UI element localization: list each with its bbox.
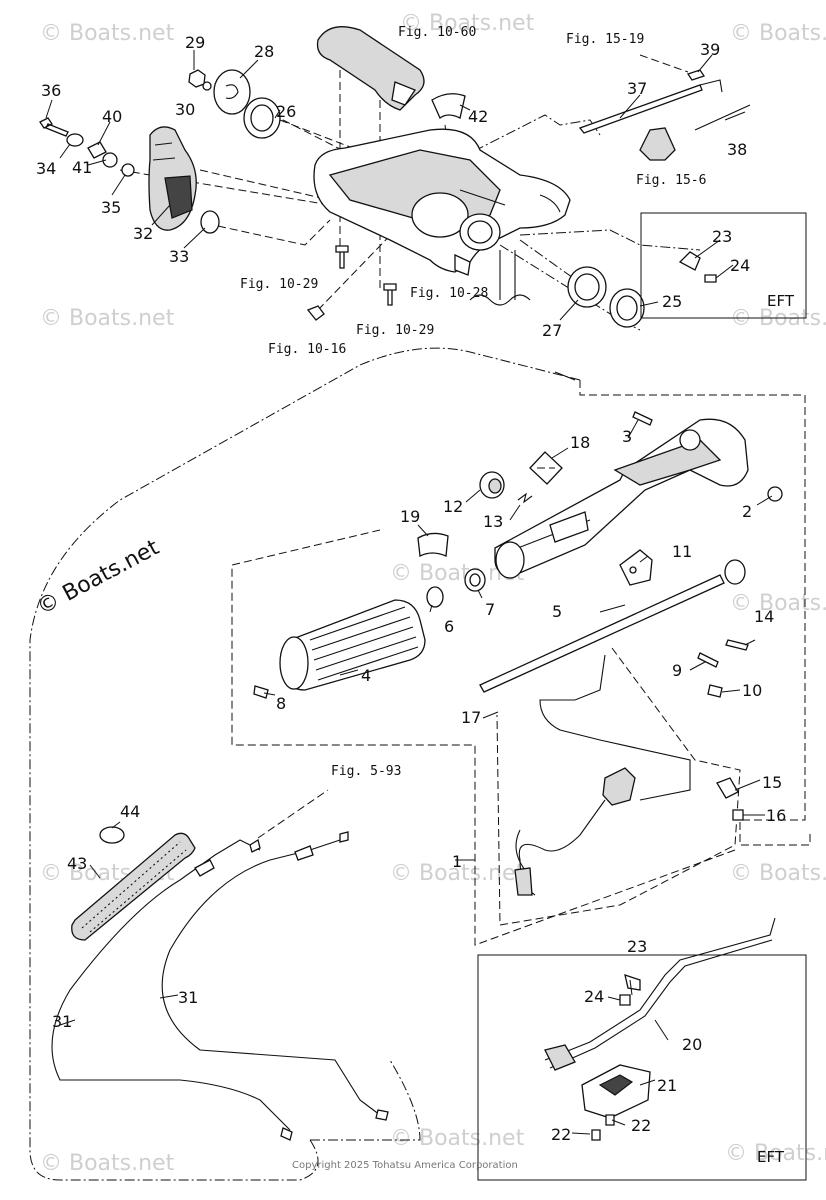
part-number-31: 31 [52, 1012, 72, 1031]
part-number-23: 23 [627, 937, 647, 956]
part-number-18: 18 [570, 433, 590, 452]
tiller-handle-assembly [29, 347, 811, 1181]
bracket-assembly [39, 26, 751, 331]
watermark: © Boats.net [40, 1151, 175, 1176]
fig-ref-10-29: Fig. 10-29 [240, 277, 318, 292]
fig-ref-10-29: Fig. 10-29 [356, 323, 434, 338]
part-number-23: 23 [712, 227, 732, 246]
part-number-29: 29 [185, 33, 205, 52]
part-number-35: 35 [101, 198, 121, 217]
part-number-32: 32 [133, 224, 153, 243]
cable-assembly [51, 789, 389, 1141]
part-number-34: 34 [36, 159, 56, 178]
part-number-1: 1 [452, 852, 462, 871]
part-number-24: 24 [584, 987, 604, 1006]
part-number-8: 8 [276, 694, 286, 713]
copyright: Copyright 2025 Tohatsu America Corporati… [292, 1160, 518, 1171]
part-number-25: 25 [662, 292, 682, 311]
part-number-12: 12 [443, 497, 463, 516]
part-number-7: 7 [485, 600, 495, 619]
part-number-39: 39 [700, 40, 720, 59]
part-number-13: 13 [483, 512, 503, 531]
part-number-31: 31 [178, 988, 198, 1007]
watermark: © Boats.net [390, 861, 525, 886]
part-number-6: 6 [444, 617, 454, 636]
eft-label-bottom: EFT [757, 1148, 785, 1166]
part-number-44: 44 [120, 802, 140, 821]
watermark: © Boats.net [730, 861, 826, 886]
part-number-40: 40 [102, 107, 122, 126]
part-number-2: 2 [742, 502, 752, 521]
part-number-30: 30 [175, 100, 195, 119]
part-number-11: 11 [672, 542, 692, 561]
fig-ref-10-16: Fig. 10-16 [268, 342, 346, 357]
fig-ref-15-19: Fig. 15-19 [566, 32, 644, 47]
part-number-43: 43 [67, 854, 87, 873]
part-number-19: 19 [400, 507, 420, 526]
part-number-28: 28 [254, 42, 274, 61]
part-number-33: 33 [169, 247, 189, 266]
part-number-38: 38 [727, 140, 747, 159]
part-number-42: 42 [468, 107, 488, 126]
part-number-41: 41 [72, 158, 92, 177]
fig-ref-15-6: Fig. 15-6 [636, 173, 706, 188]
eft-label-top: EFT [767, 292, 795, 310]
part-number-26: 26 [276, 102, 296, 121]
part-number-36: 36 [41, 81, 61, 100]
part-number-9: 9 [672, 661, 682, 680]
part-number-22: 22 [631, 1116, 651, 1135]
figure-references: Fig. 10-60 Fig. 15-19 Fig. 15-6 Fig. 10-… [240, 25, 706, 779]
part-numbers: 1 2 3 4 5 6 7 8 9 10 11 12 13 14 15 16 1… [36, 33, 786, 1144]
fig-ref-5-93: Fig. 5-93 [331, 764, 401, 779]
part-number-10: 10 [742, 681, 762, 700]
part-number-15: 15 [762, 773, 782, 792]
part-number-24: 24 [730, 256, 750, 275]
watermark: © Boats.net [390, 1126, 525, 1151]
watermark: © Boats.net [40, 21, 175, 46]
watermark: © Boats.net [40, 306, 175, 331]
part-number-5: 5 [552, 602, 562, 621]
part-number-37: 37 [627, 79, 647, 98]
part-number-14: 14 [754, 607, 774, 626]
part-number-4: 4 [361, 666, 371, 685]
part-number-17: 17 [461, 708, 481, 727]
fig-ref-10-60: Fig. 10-60 [398, 25, 476, 40]
watermark: © Boats.net [725, 1141, 826, 1166]
part-number-20: 20 [682, 1035, 702, 1054]
part-number-16: 16 [766, 806, 786, 825]
part-number-3: 3 [622, 427, 632, 446]
watermark: © Boats.net [400, 11, 535, 36]
part-number-27: 27 [542, 321, 562, 340]
watermark: © Boats.net [730, 591, 826, 616]
eft-box-top [640, 212, 807, 319]
part-number-22: 22 [551, 1125, 571, 1144]
watermark: © Boats.net [730, 21, 826, 46]
fig-ref-10-28: Fig. 10-28 [410, 286, 488, 301]
watermark-main: © Boats.net [33, 535, 164, 620]
part-number-21: 21 [657, 1076, 677, 1095]
leader-lines [45, 50, 773, 1135]
eft-box-bottom [477, 917, 807, 1181]
